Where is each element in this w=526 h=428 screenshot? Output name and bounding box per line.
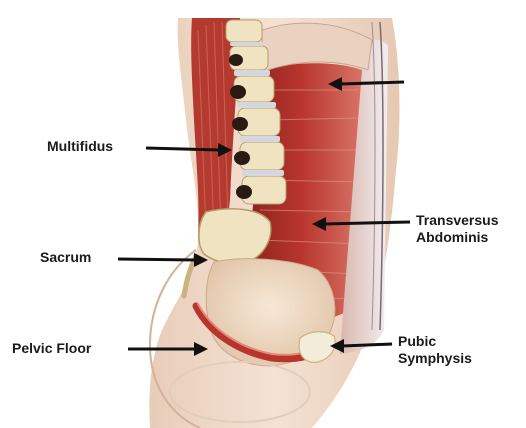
label-transversus-line1: Transversus	[416, 212, 499, 229]
label-transversus-abdominis: Transversus Abdominis	[416, 212, 499, 246]
label-sacrum: Sacrum	[40, 249, 91, 266]
label-pubic-symphysis: Pubic Symphysis	[398, 333, 472, 367]
label-pubic-line2: Symphysis	[398, 350, 472, 367]
label-multifidus: Multifidus	[47, 138, 113, 155]
label-pubic-line1: Pubic	[398, 333, 472, 350]
label-pelvic-floor: Pelvic Floor	[12, 340, 91, 357]
label-transversus-line2: Abdominis	[416, 229, 499, 246]
